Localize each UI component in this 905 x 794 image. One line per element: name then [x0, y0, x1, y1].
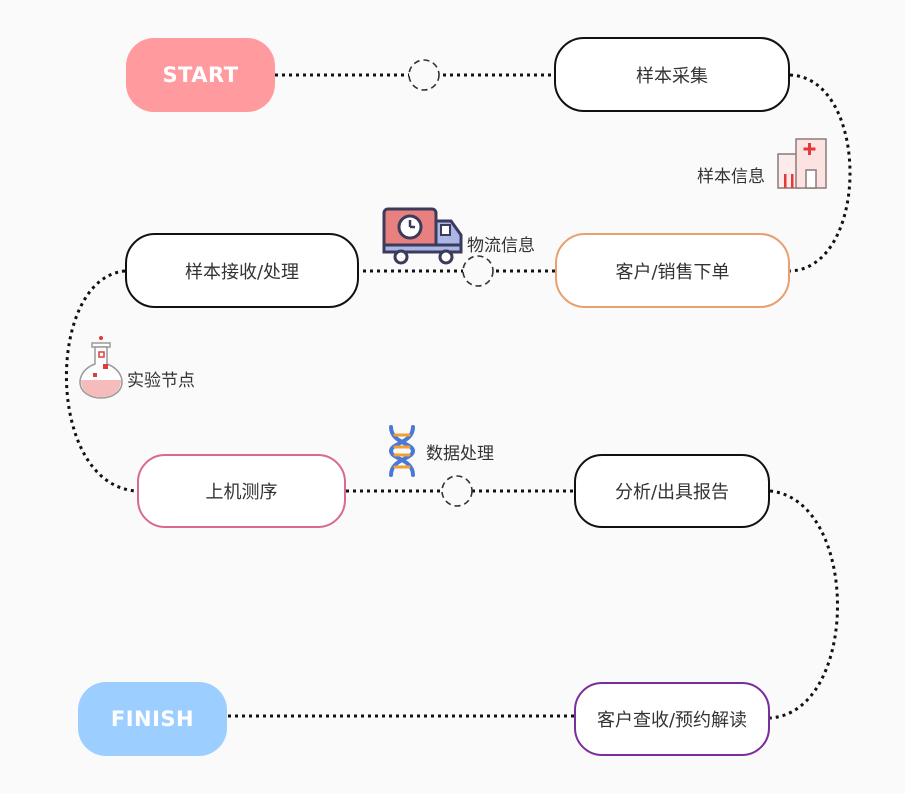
- data-processing-label: 数据处理: [426, 444, 494, 464]
- midpoint-circle-row2: [462, 255, 494, 287]
- midpoint-circle-row3: [441, 475, 473, 507]
- midpoint-circle-row1: [408, 59, 440, 91]
- finish-node: FINISH: [78, 682, 227, 756]
- step-label: 客户查收/预约解读: [596, 710, 748, 731]
- start-node: START: [126, 38, 275, 112]
- flask-icon: [79, 336, 123, 399]
- connector-analysis-to-delivery: [769, 489, 839, 720]
- step-analysis-report: 分析/出具报告: [574, 454, 770, 528]
- experiment-label: 实验节点: [127, 371, 195, 391]
- step-sequencing: 上机测序: [137, 454, 346, 528]
- step-label: 上机测序: [205, 482, 278, 503]
- delivery-truck-icon: [382, 207, 463, 265]
- step-label: 分析/出具报告: [614, 482, 730, 503]
- sample-info-label: 样本信息: [697, 167, 765, 187]
- step-customer-delivery: 客户查收/预约解读: [574, 682, 770, 756]
- step-sample-receipt: 样本接收/处理: [125, 233, 359, 308]
- step-customer-order: 客户/销售下单: [555, 233, 790, 308]
- connector-collection-to-order: [789, 73, 852, 273]
- step-sample-collection: 样本采集: [554, 37, 790, 112]
- step-label: 样本采集: [636, 65, 708, 87]
- start-label: START: [162, 63, 239, 87]
- step-label: 客户/销售下单: [615, 261, 730, 283]
- dna-icon: [388, 425, 416, 477]
- hospital-icon: [777, 138, 827, 189]
- step-label: 样本接收/处理: [184, 261, 300, 283]
- finish-label: FINISH: [110, 707, 195, 731]
- logistics-label: 物流信息: [467, 236, 535, 256]
